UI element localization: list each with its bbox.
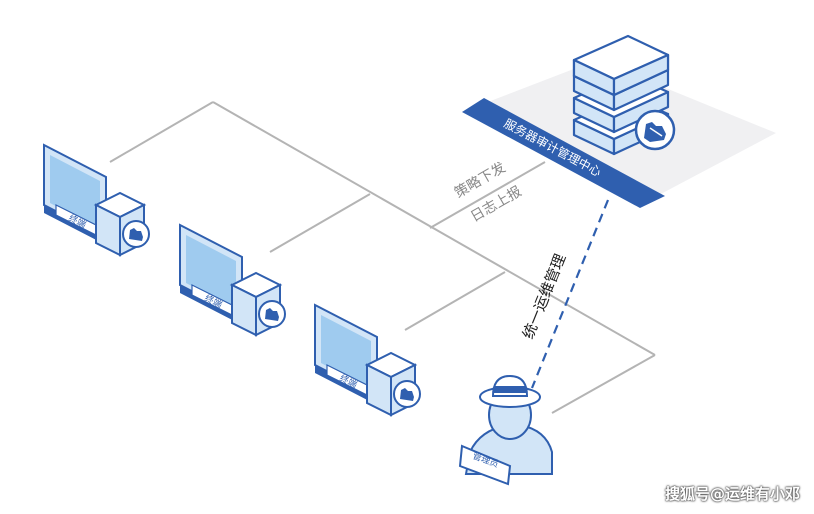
branch-line-3: [404, 271, 506, 331]
terminal-3: 终端: [314, 303, 421, 417]
administrator: 管理员: [458, 374, 553, 486]
network-lines: [109, 101, 656, 414]
admin-badge: [458, 444, 512, 486]
ops-dashed-line: [530, 199, 610, 389]
terminal-1: 终端: [43, 143, 150, 257]
branch-line-2: [269, 193, 371, 253]
trunk-line-admin: [551, 354, 656, 414]
terminal-2: 终端: [179, 223, 286, 337]
trunk-line-top: [109, 101, 214, 163]
ops-label: 统一运维管理: [519, 251, 569, 341]
center-banner: [462, 98, 665, 208]
uplink-line: [429, 161, 546, 229]
trunk-line-main: [212, 101, 656, 356]
watermark: 搜狐号@运维有小邓: [664, 485, 800, 503]
audit-badge-icon: [634, 109, 676, 151]
audit-center: 服务器审计管理中心: [462, 34, 776, 208]
